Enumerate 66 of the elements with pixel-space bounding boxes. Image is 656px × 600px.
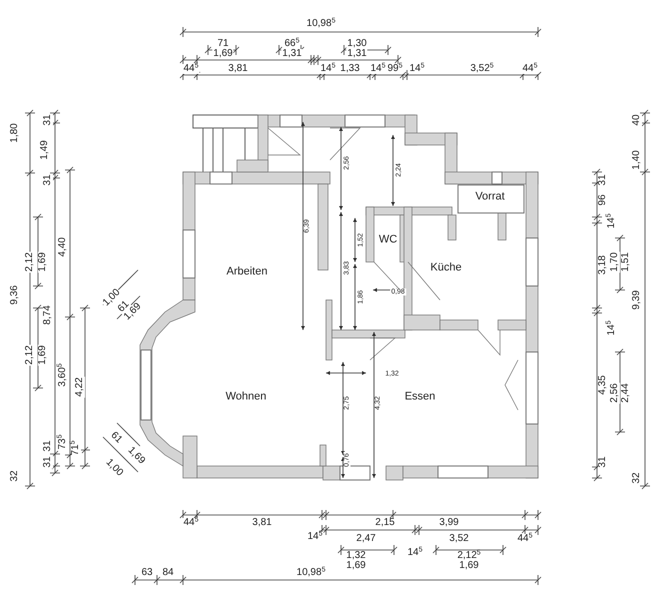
dimension-label: 1,69 — [38, 251, 48, 273]
dimension-label: 14$^{5}$ — [406, 548, 424, 558]
dimension-label: 32 — [632, 471, 642, 485]
dimension-label: 3,81 — [227, 64, 249, 74]
dimension-label: 14$^{5}$ — [408, 64, 426, 74]
dimension-label: 9,36 — [10, 284, 20, 306]
dimension-label: 3,99 — [438, 518, 460, 528]
dimension-label: 14$^{5}$ — [306, 532, 324, 542]
dimension-label: 31 — [598, 173, 608, 187]
dimension-label: 31 — [43, 439, 53, 453]
dimension-label: 1,69 — [345, 561, 367, 571]
dimension-label: 1,33 — [339, 64, 361, 74]
room-label: Küche — [429, 262, 463, 274]
dimension-label: 31 — [598, 455, 608, 469]
dimension-label: 2,12 — [25, 344, 35, 366]
dimension-label: 40 — [632, 113, 642, 127]
dimension-label: 31 — [43, 173, 53, 187]
dimension-label: 1,49 — [40, 139, 50, 161]
dimension-label: 44$^{5}$ — [182, 518, 200, 528]
dimension-label: 9,39 — [632, 289, 642, 311]
dimension-label: 71 — [216, 39, 230, 49]
dimension-label: 99$^{5}$ — [386, 64, 404, 74]
dimension-label: 2,47 — [355, 534, 377, 544]
dimension-label: 1,70 — [610, 251, 620, 273]
dimension-label: 1,69 — [212, 49, 234, 59]
dimension-label: 66$^{5}$ — [283, 39, 301, 49]
dimension-label: 2,44 — [621, 382, 631, 404]
room-label: Arbeiten — [226, 266, 268, 278]
dimension-label: 44$^{5}$ — [182, 64, 200, 74]
dimension-label: 63 — [140, 568, 154, 578]
dimension-label: 31 — [43, 113, 53, 127]
dimension-label: 4,35 — [598, 374, 608, 396]
dimension-label: 14$^{5}$ — [369, 64, 387, 74]
dimension-label: 32 — [10, 469, 20, 483]
dimension-label: 10,98$^{5}$ — [306, 19, 336, 29]
dimension-label: 1,32 — [345, 551, 367, 561]
dimension-label: 2,56 — [610, 382, 620, 404]
dimension-label: 44$^{5}$ — [521, 64, 539, 74]
dimension-label: 3,52$^{5}$ — [469, 64, 495, 74]
dimension-label: 3,52 — [448, 534, 470, 544]
dimension-label: 2,15 — [374, 518, 396, 528]
dimension-label: 10,98$^{5}$ — [296, 568, 326, 578]
dimension-label: 1,51 — [621, 251, 631, 273]
dimension-label: 1,31 — [346, 49, 368, 59]
dimension-label: 1,80 — [10, 122, 20, 144]
room-label: Essen — [404, 392, 436, 402]
dimension-label: 3,81 — [251, 518, 273, 528]
dimension-label: 4,22 — [75, 376, 85, 398]
dimension-label: 14$^{5}$ — [319, 64, 337, 74]
dimension-label: 44$^{5}$ — [516, 534, 534, 544]
dimension-label: 84 — [161, 568, 175, 578]
dimension-label: 4,40 — [58, 236, 68, 258]
dimension-label: 1,69 — [458, 561, 480, 571]
room-label: Wohnen — [224, 392, 268, 402]
room-label: WC — [378, 234, 398, 246]
dimension-label: 2,12 — [25, 251, 35, 273]
dimension-label: 1,30 — [346, 39, 368, 49]
dimension-label: 3,18 — [598, 254, 608, 276]
room-label: Vorrat — [474, 192, 506, 202]
dimension-label: 8,74 — [43, 304, 53, 326]
dimension-label: 31 — [43, 455, 53, 469]
dimension-label: 1,31 — [281, 49, 303, 59]
dimension-label: 96 — [598, 193, 608, 207]
dimension-label: 2,12$^{5}$ — [456, 551, 482, 561]
dimension-label: 1,69 — [38, 344, 48, 366]
dimension-label: 1,40 — [632, 149, 642, 171]
